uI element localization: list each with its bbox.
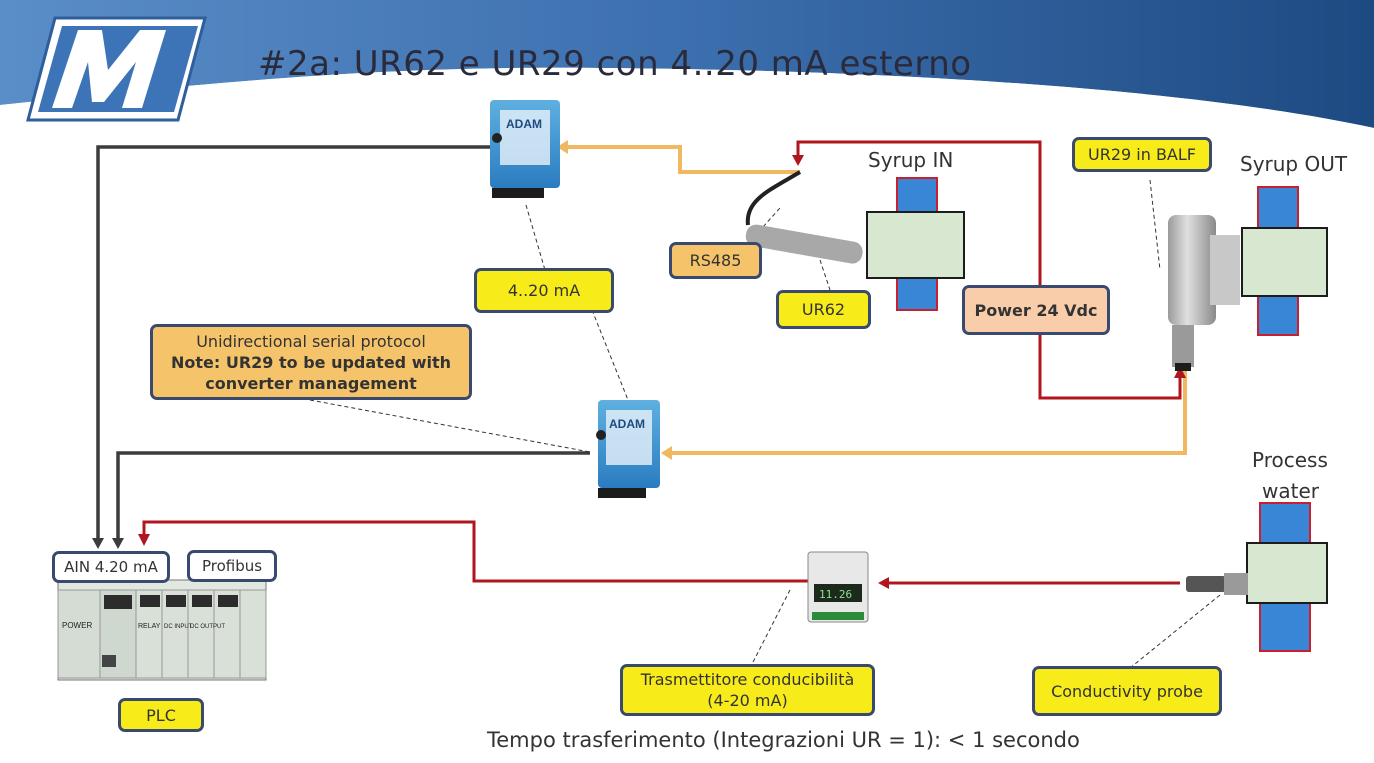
protocol-note-line-3: converter management [205,373,417,393]
process-water-label-1: Process [1252,448,1328,472]
transmitter-display: 11.26 [819,588,852,601]
adam-module-top: ADAM [490,100,560,198]
page-title: #2a: UR62 e UR29 con 4..20 mA esterno [258,44,972,84]
company-logo [26,16,207,122]
arrowhead-serial-2 [661,446,672,460]
arrowhead-plc [138,534,150,546]
plc-label: PLC [118,698,204,732]
arrowhead-power-2 [1174,366,1186,378]
arrowhead-ain-1 [92,538,104,549]
syrup-in-label: Syrup IN [868,148,954,172]
ur62-label: UR62 [776,290,871,329]
serial-wires [568,145,1187,455]
adam-module-bottom: ADAM [596,400,660,498]
transmitter-label: Trasmettitore conducibilità (4-20 mA) [620,664,875,716]
arrowhead-serial-1 [557,140,568,154]
arrowhead-ain-2 [112,538,124,549]
leader-lines [309,179,1221,669]
ur62-probe [745,170,863,264]
transmitter-label-line-2: (4-20 mA) [707,691,788,710]
ain-label: AIN 4.20 mA [52,551,170,583]
footer-note: Tempo trasferimento (Integrazioni UR = 1… [487,728,1080,752]
arrowhead-transmitter [878,577,889,589]
plc-rack: POWER RELAY DC INPUT DC OUTPUT [57,579,267,681]
plc-relay-text: RELAY [138,623,161,630]
rs485-label: RS485 [669,242,762,279]
syrup-in-pipe [866,177,965,311]
power-wires [142,140,1182,585]
adam-logo-text-1: ADAM [506,117,542,131]
protocol-note-line-1: Unidirectional serial protocol [196,331,426,351]
profibus-label: Profibus [187,550,277,582]
power-24vdc-label: Power 24 Vdc [962,285,1110,335]
process-water-pipe [1246,502,1328,652]
adam-logo-text-2: ADAM [609,417,645,431]
protocol-note: Unidirectional serial protocol Note: UR2… [150,324,472,400]
ur29-device [1168,215,1240,371]
transmitter-label-line-1: Trasmettitore conducibilità [640,670,855,689]
current-loop-label: 4..20 mA [474,268,614,313]
plc-dcoutput-text: DC OUTPUT [190,624,225,630]
arrowhead-power-1 [792,155,804,166]
syrup-out-label: Syrup OUT [1240,152,1348,176]
header-banner [0,0,1374,136]
syrup-out-pipe [1241,186,1328,336]
plc-power-text: POWER [62,621,92,630]
plc-dcinput-text: DC INPUT [164,624,193,630]
process-water-label-2: water [1262,479,1319,503]
protocol-note-line-2: Note: UR29 to be updated with [170,352,451,372]
conductivity-probe-label: Conductivity probe [1032,666,1222,716]
conductivity-probe-device [1186,573,1248,595]
ur29-balf-label: UR29 in BALF [1072,137,1212,172]
conductivity-transmitter: 11.26 [807,551,869,623]
analog-wires [96,145,590,545]
